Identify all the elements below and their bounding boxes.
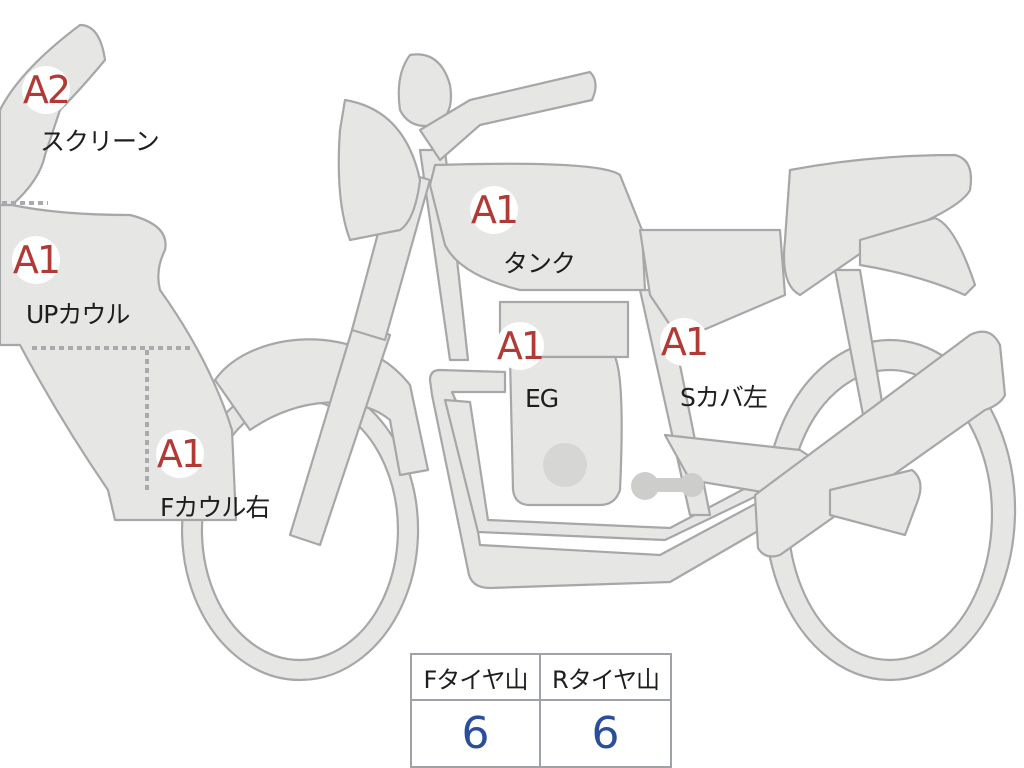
swing-arm bbox=[753, 330, 1007, 558]
part-label-f-cowl-right: Fカウル右 bbox=[160, 493, 270, 522]
side-cover bbox=[638, 228, 787, 342]
foot-peg-knob bbox=[680, 473, 704, 497]
engine-cover bbox=[543, 443, 587, 487]
tire-tread-table: Fタイヤ山 Rタイヤ山 6 6 bbox=[410, 653, 672, 768]
windscreen bbox=[0, 23, 107, 207]
foot-peg-end bbox=[631, 472, 659, 500]
grade-badge-side-cover-left: A1 bbox=[660, 318, 709, 366]
headlight bbox=[337, 98, 422, 242]
rear-tire-value: 6 bbox=[591, 708, 620, 759]
seat bbox=[782, 153, 973, 297]
grade-badge-up-cowl: A1 bbox=[12, 236, 61, 284]
part-label-up-cowl: UPカウル bbox=[26, 300, 130, 329]
grade-badge-tank: A1 bbox=[470, 186, 519, 234]
part-label-tank: タンク bbox=[503, 249, 576, 278]
grade-badge-screen: A2 bbox=[22, 66, 71, 114]
front-tire-value: 6 bbox=[412, 701, 541, 766]
frame-lower bbox=[428, 368, 822, 590]
part-label-engine: EG bbox=[525, 384, 559, 413]
part-label-screen: スクリーン bbox=[40, 127, 160, 156]
rear-cover bbox=[828, 468, 922, 537]
grade-badge-engine: A1 bbox=[496, 322, 545, 370]
engine-block bbox=[508, 355, 623, 507]
seat-tail bbox=[858, 216, 977, 297]
grade-badge-f-cowl-right: A1 bbox=[156, 430, 205, 478]
rear-tire-header: Rタイヤ山 bbox=[541, 655, 670, 701]
front-tire-header: Fタイヤ山 bbox=[412, 655, 541, 701]
rear-wheel bbox=[763, 338, 1017, 682]
handlebar bbox=[418, 70, 597, 162]
part-label-side-cover-left: Sカバ左 bbox=[680, 383, 768, 412]
